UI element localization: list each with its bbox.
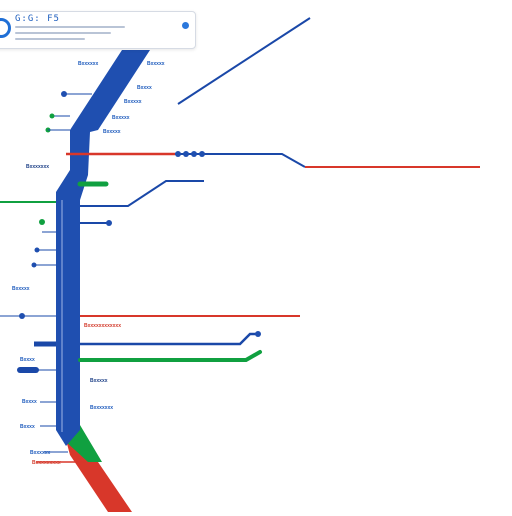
station-label: Bxxxxx <box>103 129 121 135</box>
station-label: Bxxxxx <box>147 61 165 67</box>
station-node[interactable] <box>255 331 261 337</box>
station-label: Bxxxx <box>22 399 37 405</box>
info-dot-icon[interactable] <box>182 22 189 29</box>
card-text-line <box>15 32 111 34</box>
blue-branch-lower <box>80 332 258 346</box>
station-node[interactable] <box>106 220 112 226</box>
blue-branch-upper <box>175 153 306 168</box>
station-label: Bxxxx <box>20 357 35 363</box>
station-label: Bxxxx <box>137 85 152 91</box>
blue-trunk-line <box>56 50 150 446</box>
station-label: Bxxxxx <box>12 286 30 292</box>
station-node[interactable] <box>175 151 181 157</box>
blue-branch-mid <box>80 180 204 207</box>
station-label: Bxxxx <box>20 424 35 430</box>
station-label: Bxxxxx <box>90 378 108 384</box>
station-node[interactable] <box>39 219 45 225</box>
info-card[interactable]: G:G: F5 <box>0 11 196 49</box>
location-ring-icon <box>0 18 11 38</box>
card-text-line <box>15 26 125 28</box>
red-trunk-line <box>66 440 132 512</box>
green-branch-lower <box>78 350 262 362</box>
blue-branch-diagonal <box>177 17 311 105</box>
station-node[interactable] <box>191 151 197 157</box>
station-label: Bxxxxxxxxx <box>32 460 61 466</box>
station-label: Bxxxxxxxxxxxx <box>84 323 121 329</box>
station-node[interactable] <box>199 151 205 157</box>
station-node[interactable] <box>183 151 189 157</box>
station-label: Bxxxxxx <box>78 61 99 67</box>
station-node[interactable] <box>49 113 55 119</box>
station-label: Bxxxxx <box>112 115 130 121</box>
station-label: Bxxxxx <box>124 99 142 105</box>
station-label: Bxxxxxx <box>30 450 51 456</box>
station-label: Bxxxxxxx <box>26 164 50 170</box>
card-text-line <box>15 38 85 40</box>
card-title: G:G: F5 <box>15 14 60 24</box>
station-node[interactable] <box>61 91 67 97</box>
station-label: Bxxxxxxx <box>90 405 114 411</box>
station-node[interactable] <box>19 313 25 319</box>
